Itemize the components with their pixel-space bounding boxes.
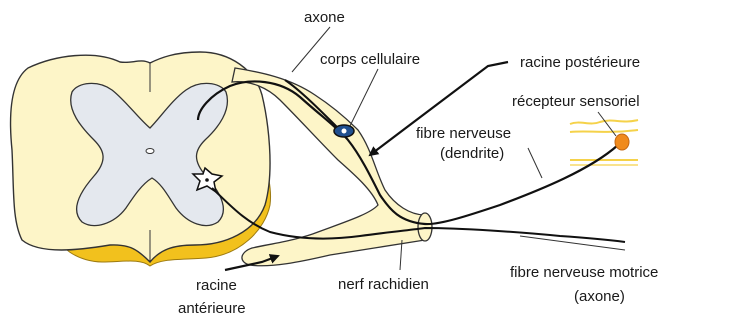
label-recepteur-sensoriel: récepteur sensoriel bbox=[512, 93, 640, 110]
skin-line-2 bbox=[570, 130, 638, 132]
label-nerf-rachidien: nerf rachidien bbox=[338, 276, 429, 293]
label-axone: axone bbox=[304, 9, 345, 26]
motor-neuron-nucleus bbox=[205, 178, 209, 182]
receptor-icon bbox=[615, 134, 629, 150]
label-fibre-nerveuse-1: fibre nerveuse bbox=[416, 125, 511, 142]
label-fibre-motrice-1: fibre nerveuse motrice bbox=[510, 264, 658, 281]
cell-nucleus bbox=[342, 129, 347, 134]
leader-fibre-nerveuse bbox=[528, 148, 542, 178]
leader-fibre-motrice bbox=[520, 236, 625, 250]
leader-corps-cellulaire bbox=[350, 69, 378, 126]
label-racine-anterieure-2: antérieure bbox=[178, 300, 246, 317]
label-fibre-nerveuse-2: (dendrite) bbox=[440, 145, 504, 162]
label-corps-cellulaire: corps cellulaire bbox=[320, 51, 420, 68]
label-racine-anterieure-1: racine bbox=[196, 277, 237, 294]
central-canal bbox=[146, 149, 154, 154]
label-fibre-motrice-2: (axone) bbox=[574, 288, 625, 305]
label-racine-posterieure: racine postérieure bbox=[520, 54, 640, 71]
